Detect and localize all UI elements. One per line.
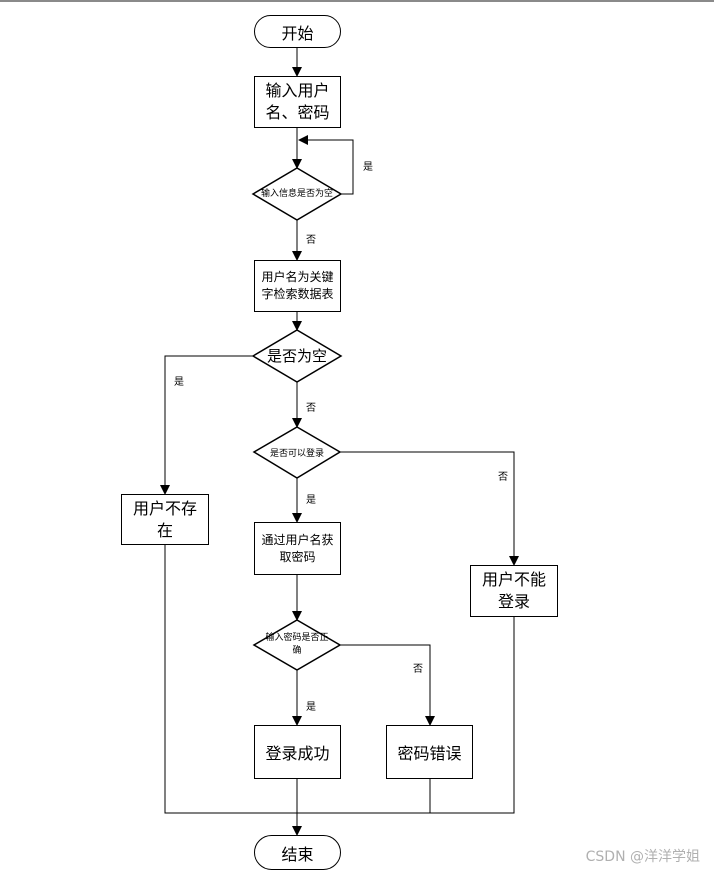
diamond-input-empty-label: 输入信息是否为空 [260, 188, 333, 199]
password-error-box: 密码错误 [386, 725, 473, 779]
end-node: 结束 [254, 835, 341, 870]
label-result-yes: 是 [174, 377, 184, 388]
label-can-login-no: 否 [498, 472, 508, 483]
diamond-input-empty [251, 167, 343, 221]
diamond-password-correct [252, 619, 342, 671]
start-node: 开始 [254, 15, 341, 48]
label-password-no: 否 [413, 664, 423, 675]
user-not-exist-box: 用户不存在 [121, 494, 209, 545]
get-password-box: 通过用户名获取密码 [254, 522, 341, 575]
diamond-can-login [252, 426, 342, 479]
label-can-login-yes: 是 [306, 495, 316, 506]
cannot-login-box: 用户不能登录 [470, 565, 558, 617]
login-success-box: 登录成功 [254, 725, 341, 779]
search-table-box: 用户名为关键字检索数据表 [254, 260, 341, 312]
label-loop-yes: 是 [363, 162, 373, 173]
edge-merge [164, 545, 515, 814]
diamond-can-login-label: 是否可以登录 [269, 448, 324, 459]
label-password-yes: 是 [306, 702, 316, 713]
diamond-password-correct-label: 输入密码是否正确 [265, 633, 329, 656]
input-credentials-box: 输入用户名、密码 [254, 76, 341, 128]
edge-result-not-exist [160, 355, 254, 495]
diamond-result-empty-label: 是否为空 [266, 347, 327, 365]
label-input-no: 否 [306, 235, 316, 246]
edge-can-login-no [340, 451, 519, 566]
edge-check-password-no [340, 644, 435, 726]
diamond-result-empty [251, 329, 343, 383]
watermark: CSDN @洋洋学姐 [585, 849, 700, 865]
edge-loop-yes [298, 135, 354, 195]
top-border [0, 0, 714, 2]
label-result-no: 否 [306, 403, 316, 414]
